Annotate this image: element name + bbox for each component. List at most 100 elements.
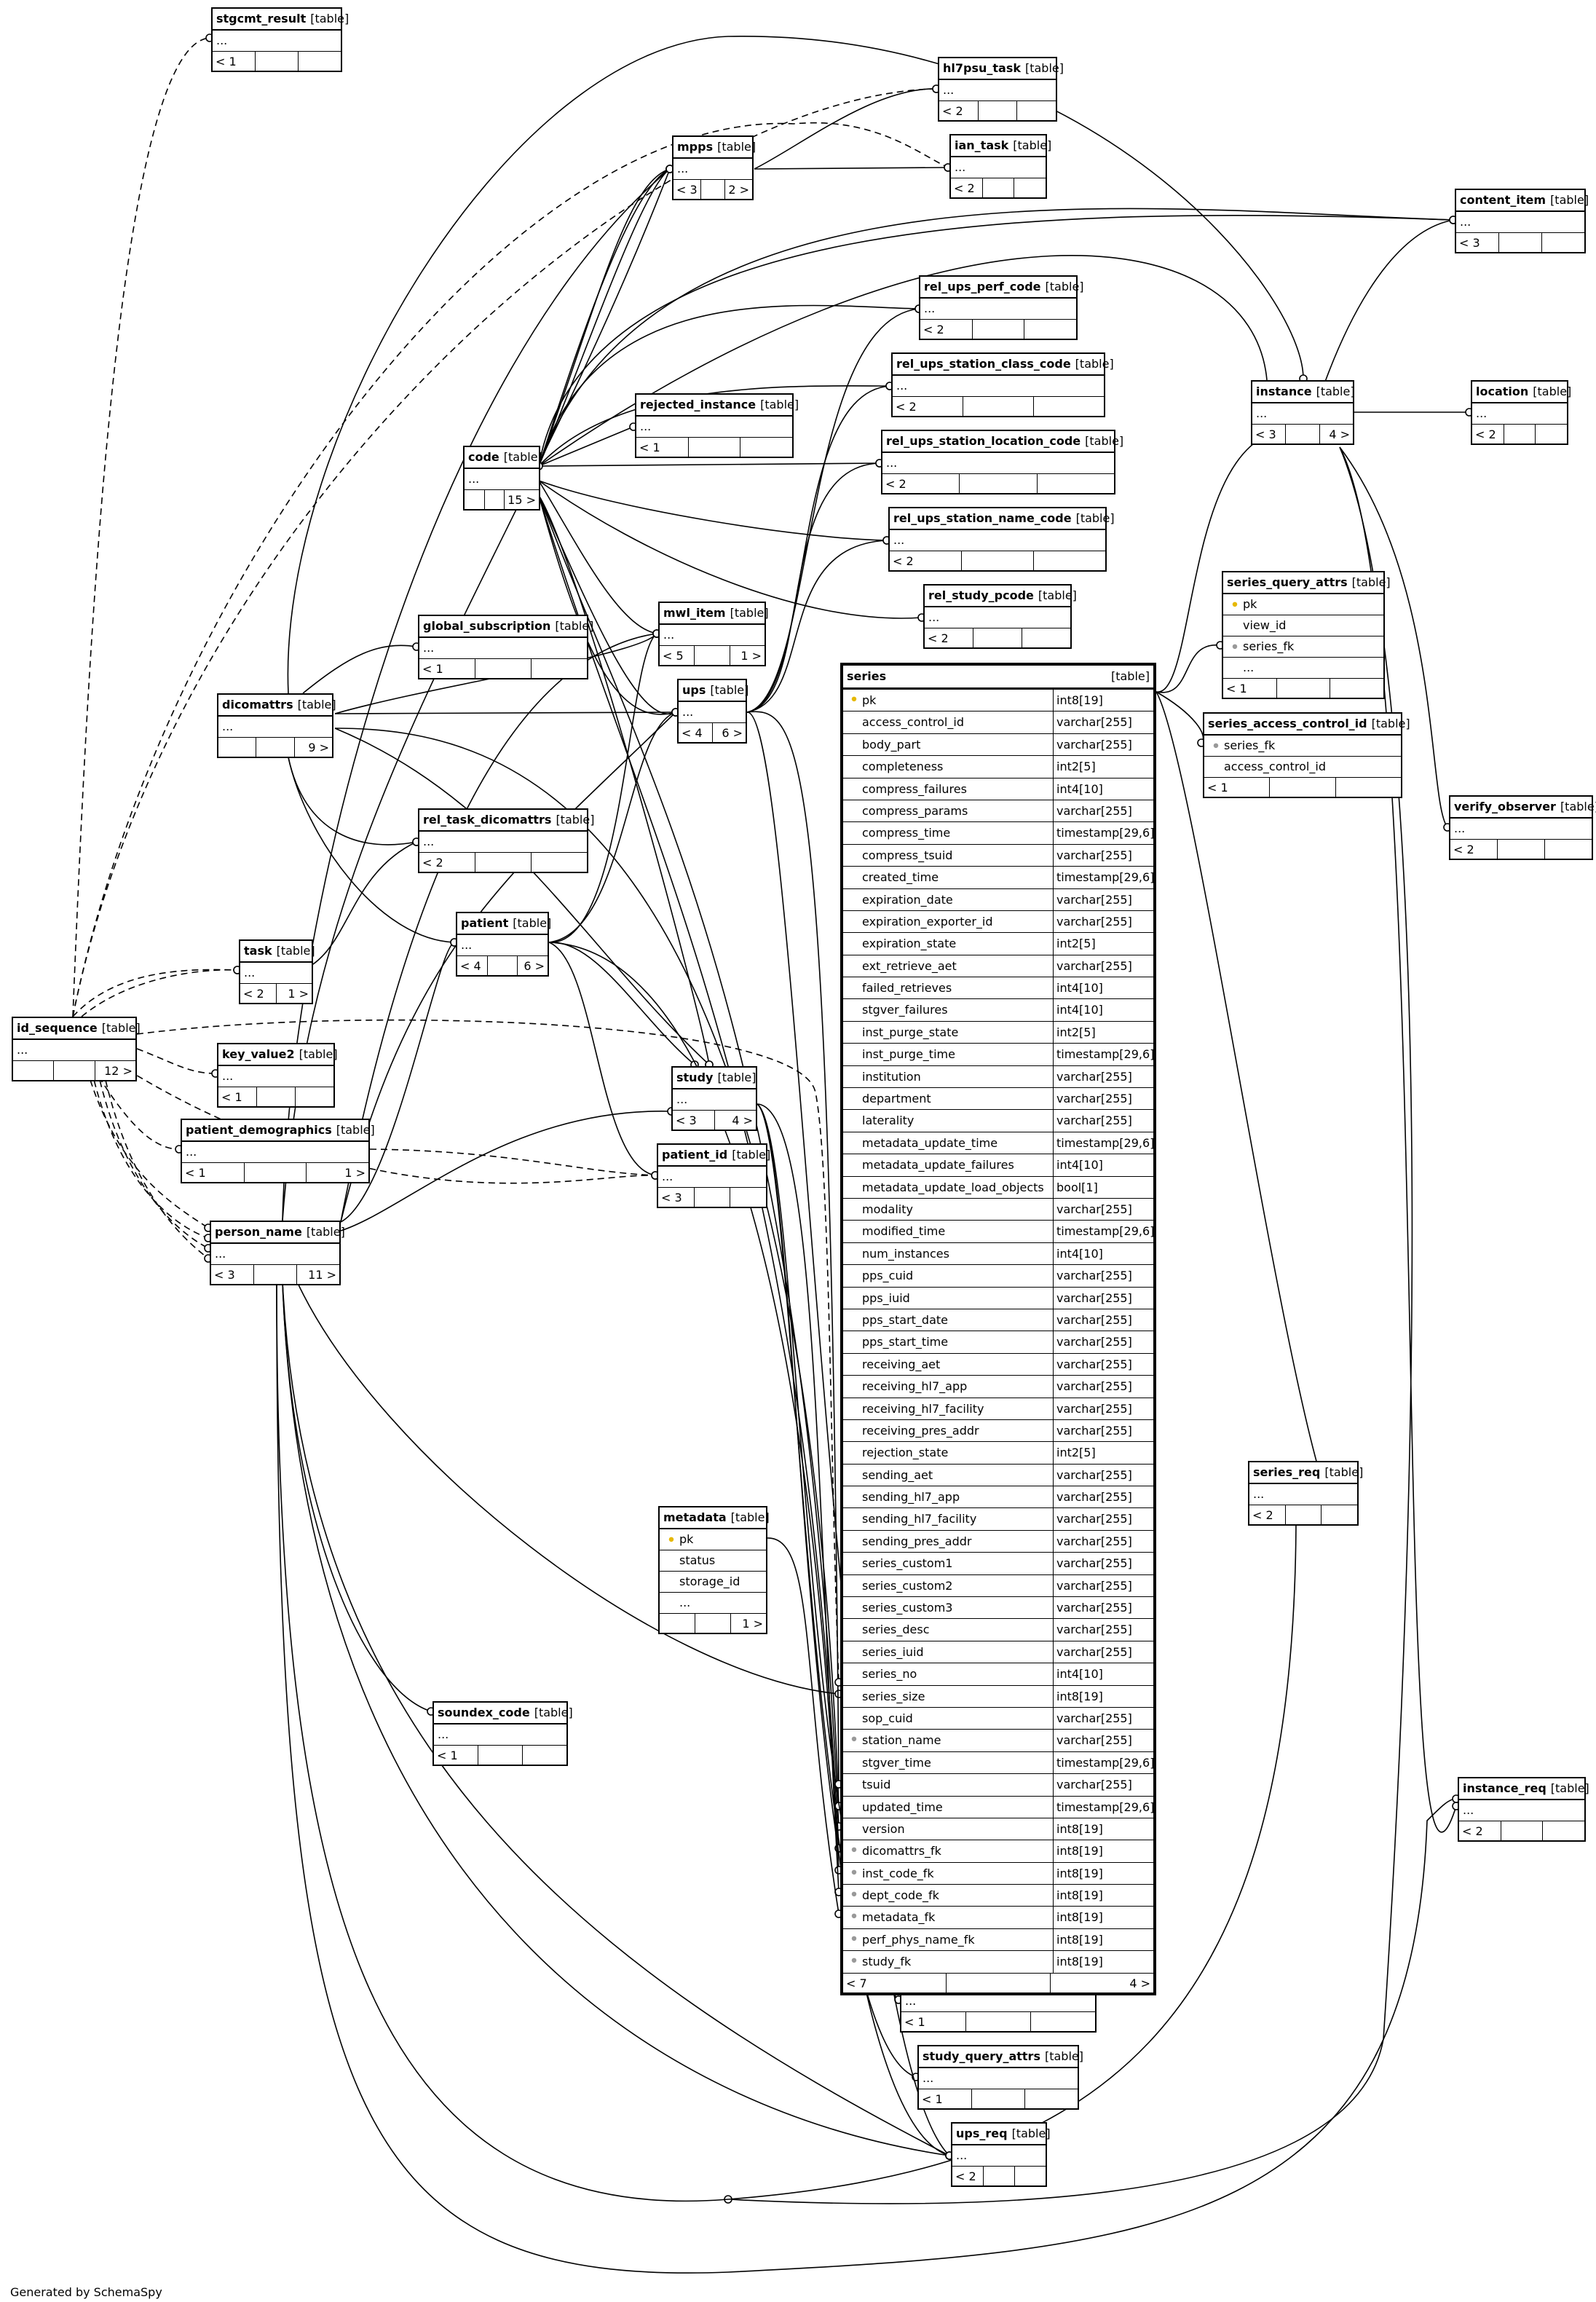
column-name: ...	[923, 2071, 934, 2085]
column-type-cell: varchar[255]	[1056, 1312, 1132, 1327]
table-patient-id[interactable]: patient_id[table]...< 3	[657, 1143, 770, 1208]
column-type-cell: varchar[255]	[1056, 1357, 1132, 1371]
relationship-count	[695, 646, 730, 665]
table-code[interactable]: code[table]...15 >	[463, 446, 542, 511]
table-rel-ups-perf-code[interactable]: rel_ups_perf_code[table]...< 2	[919, 275, 1084, 340]
table-rel-study-pcode[interactable]: rel_study_pcode[table]...< 2	[923, 584, 1077, 649]
column-name: ...	[886, 456, 898, 470]
table-footer: < 1	[636, 438, 792, 457]
table-stgcmt-result[interactable]: stgcmt_result[table]...< 1	[211, 7, 349, 72]
foreign-key-edge	[767, 1537, 840, 1915]
table-content-item[interactable]: content_item[table]...< 3	[1455, 189, 1589, 253]
table-footer: < 3	[1456, 233, 1584, 252]
table-instance-req[interactable]: instance_req[table]...< 2	[1458, 1777, 1589, 1842]
column-name: ...	[423, 641, 435, 655]
table-id-sequence[interactable]: id_sequence[table]...12 >	[12, 1017, 141, 1081]
generated-by-credit: Generated by SchemaSpy	[10, 2285, 162, 2299]
column-name: metadata_update_load_objects	[862, 1180, 1044, 1194]
table-kind: [table]	[717, 1071, 756, 1084]
relationship-count	[1336, 778, 1401, 797]
table-location[interactable]: location[table]...< 2	[1471, 380, 1571, 445]
column-name: perf_phys_name_fk	[862, 1932, 975, 1947]
column-type-cell: varchar[255]	[1056, 1401, 1132, 1416]
table-series-req[interactable]: series_req[table]...< 2	[1248, 1461, 1363, 1526]
table-kind: [table]	[556, 813, 595, 827]
table-header: key_value2[table]	[218, 1044, 338, 1066]
table-name: instance	[1256, 385, 1312, 398]
column-type-cell: varchar[255]	[1056, 737, 1132, 752]
table-dicomattrs[interactable]: dicomattrs[table]...9 >	[217, 693, 336, 758]
table-ups-req[interactable]: ups_req[table]...< 2	[951, 2122, 1051, 2187]
foreign-key-edge	[1339, 446, 1448, 828]
table-soundex-code[interactable]: soundex_code[table]...< 1	[432, 1701, 573, 1766]
table-rejected-instance[interactable]: rejected_instance[table]...< 1	[635, 393, 799, 458]
relationship-count: < 2	[893, 397, 963, 416]
table-hl7psu-task[interactable]: hl7psu_task[table]...< 2	[938, 57, 1064, 122]
table-rel-ups-station-name-code[interactable]: rel_ups_station_name_code[table]...< 2	[888, 507, 1115, 572]
table-name: series_query_attrs	[1227, 575, 1348, 589]
table-rel-ups-station-location-code[interactable]: rel_ups_station_location_code[table]... <…	[881, 430, 1123, 494]
column-name: ...	[17, 1043, 28, 1057]
table-column-row: ...	[1450, 819, 1592, 840]
relationship-count	[1545, 840, 1592, 859]
table-study-query-attrs[interactable]: study_query_attrs[table]...< 1	[917, 2045, 1083, 2110]
relationship-count	[254, 1265, 297, 1284]
relationship-count	[1499, 233, 1542, 252]
column-name: ...	[924, 301, 936, 315]
relationship-count: < 1	[1223, 679, 1277, 698]
column-type-cell: int2[5]	[1056, 1025, 1096, 1039]
foreign-key-icon: ⚫	[850, 1867, 858, 1879]
table-rel-task-dicomattrs[interactable]: rel_task_dicomattrs[table]...< 2	[418, 808, 594, 873]
column-name: series_size	[862, 1689, 925, 1703]
table-series-access-control-id[interactable]: series_access_control_id[table]⚫series_f…	[1203, 712, 1410, 798]
table-kind: [table]	[1013, 138, 1052, 152]
table-verify-observer[interactable]: verify_observer[table]...< 2	[1449, 795, 1596, 860]
table-key-value2[interactable]: key_value2[table]...< 1	[217, 1043, 338, 1108]
foreign-key-edge	[538, 480, 888, 541]
column-type-cell: varchar[255]	[1056, 1379, 1132, 1394]
table-column-row: ...	[182, 1142, 368, 1163]
foreign-key-edge	[538, 494, 840, 1827]
column-name: ...	[640, 419, 652, 433]
table-header: mpps[table]	[673, 137, 756, 159]
table-rel-ups-station-class-code[interactable]: rel_ups_station_class_code[table]...< 2	[891, 352, 1114, 417]
column-name: series_no	[862, 1667, 917, 1682]
column-name: receiving_hl7_app	[862, 1379, 968, 1394]
table-header: rel_ups_station_location_code[table]	[882, 431, 1123, 453]
column-name-cell: inst_purge_state	[843, 1021, 1054, 1044]
relationship-count	[485, 490, 505, 509]
table-kind: [table]	[717, 140, 756, 154]
relationship-count	[972, 2089, 1025, 2108]
table-kind: [table]	[1085, 434, 1124, 448]
table-global-subscription[interactable]: global_subscription[table]...< 1	[418, 615, 593, 679]
table-kind: [table]	[1371, 717, 1410, 730]
foreign-key-edge	[538, 494, 840, 1849]
column-name: ...	[1476, 406, 1488, 420]
column-type-cell: int2[5]	[1056, 937, 1096, 951]
column-name-cell: pps_start_time	[843, 1331, 1054, 1353]
relationship-count: < 2	[882, 474, 960, 493]
column-name-cell: expiration_exporter_id	[843, 910, 1054, 933]
foreign-key-edge	[746, 711, 840, 1785]
column-name: ...	[893, 533, 905, 547]
table-kind: [table]	[297, 698, 336, 712]
table-ian-task[interactable]: ian_task[table]...< 2	[949, 134, 1051, 199]
